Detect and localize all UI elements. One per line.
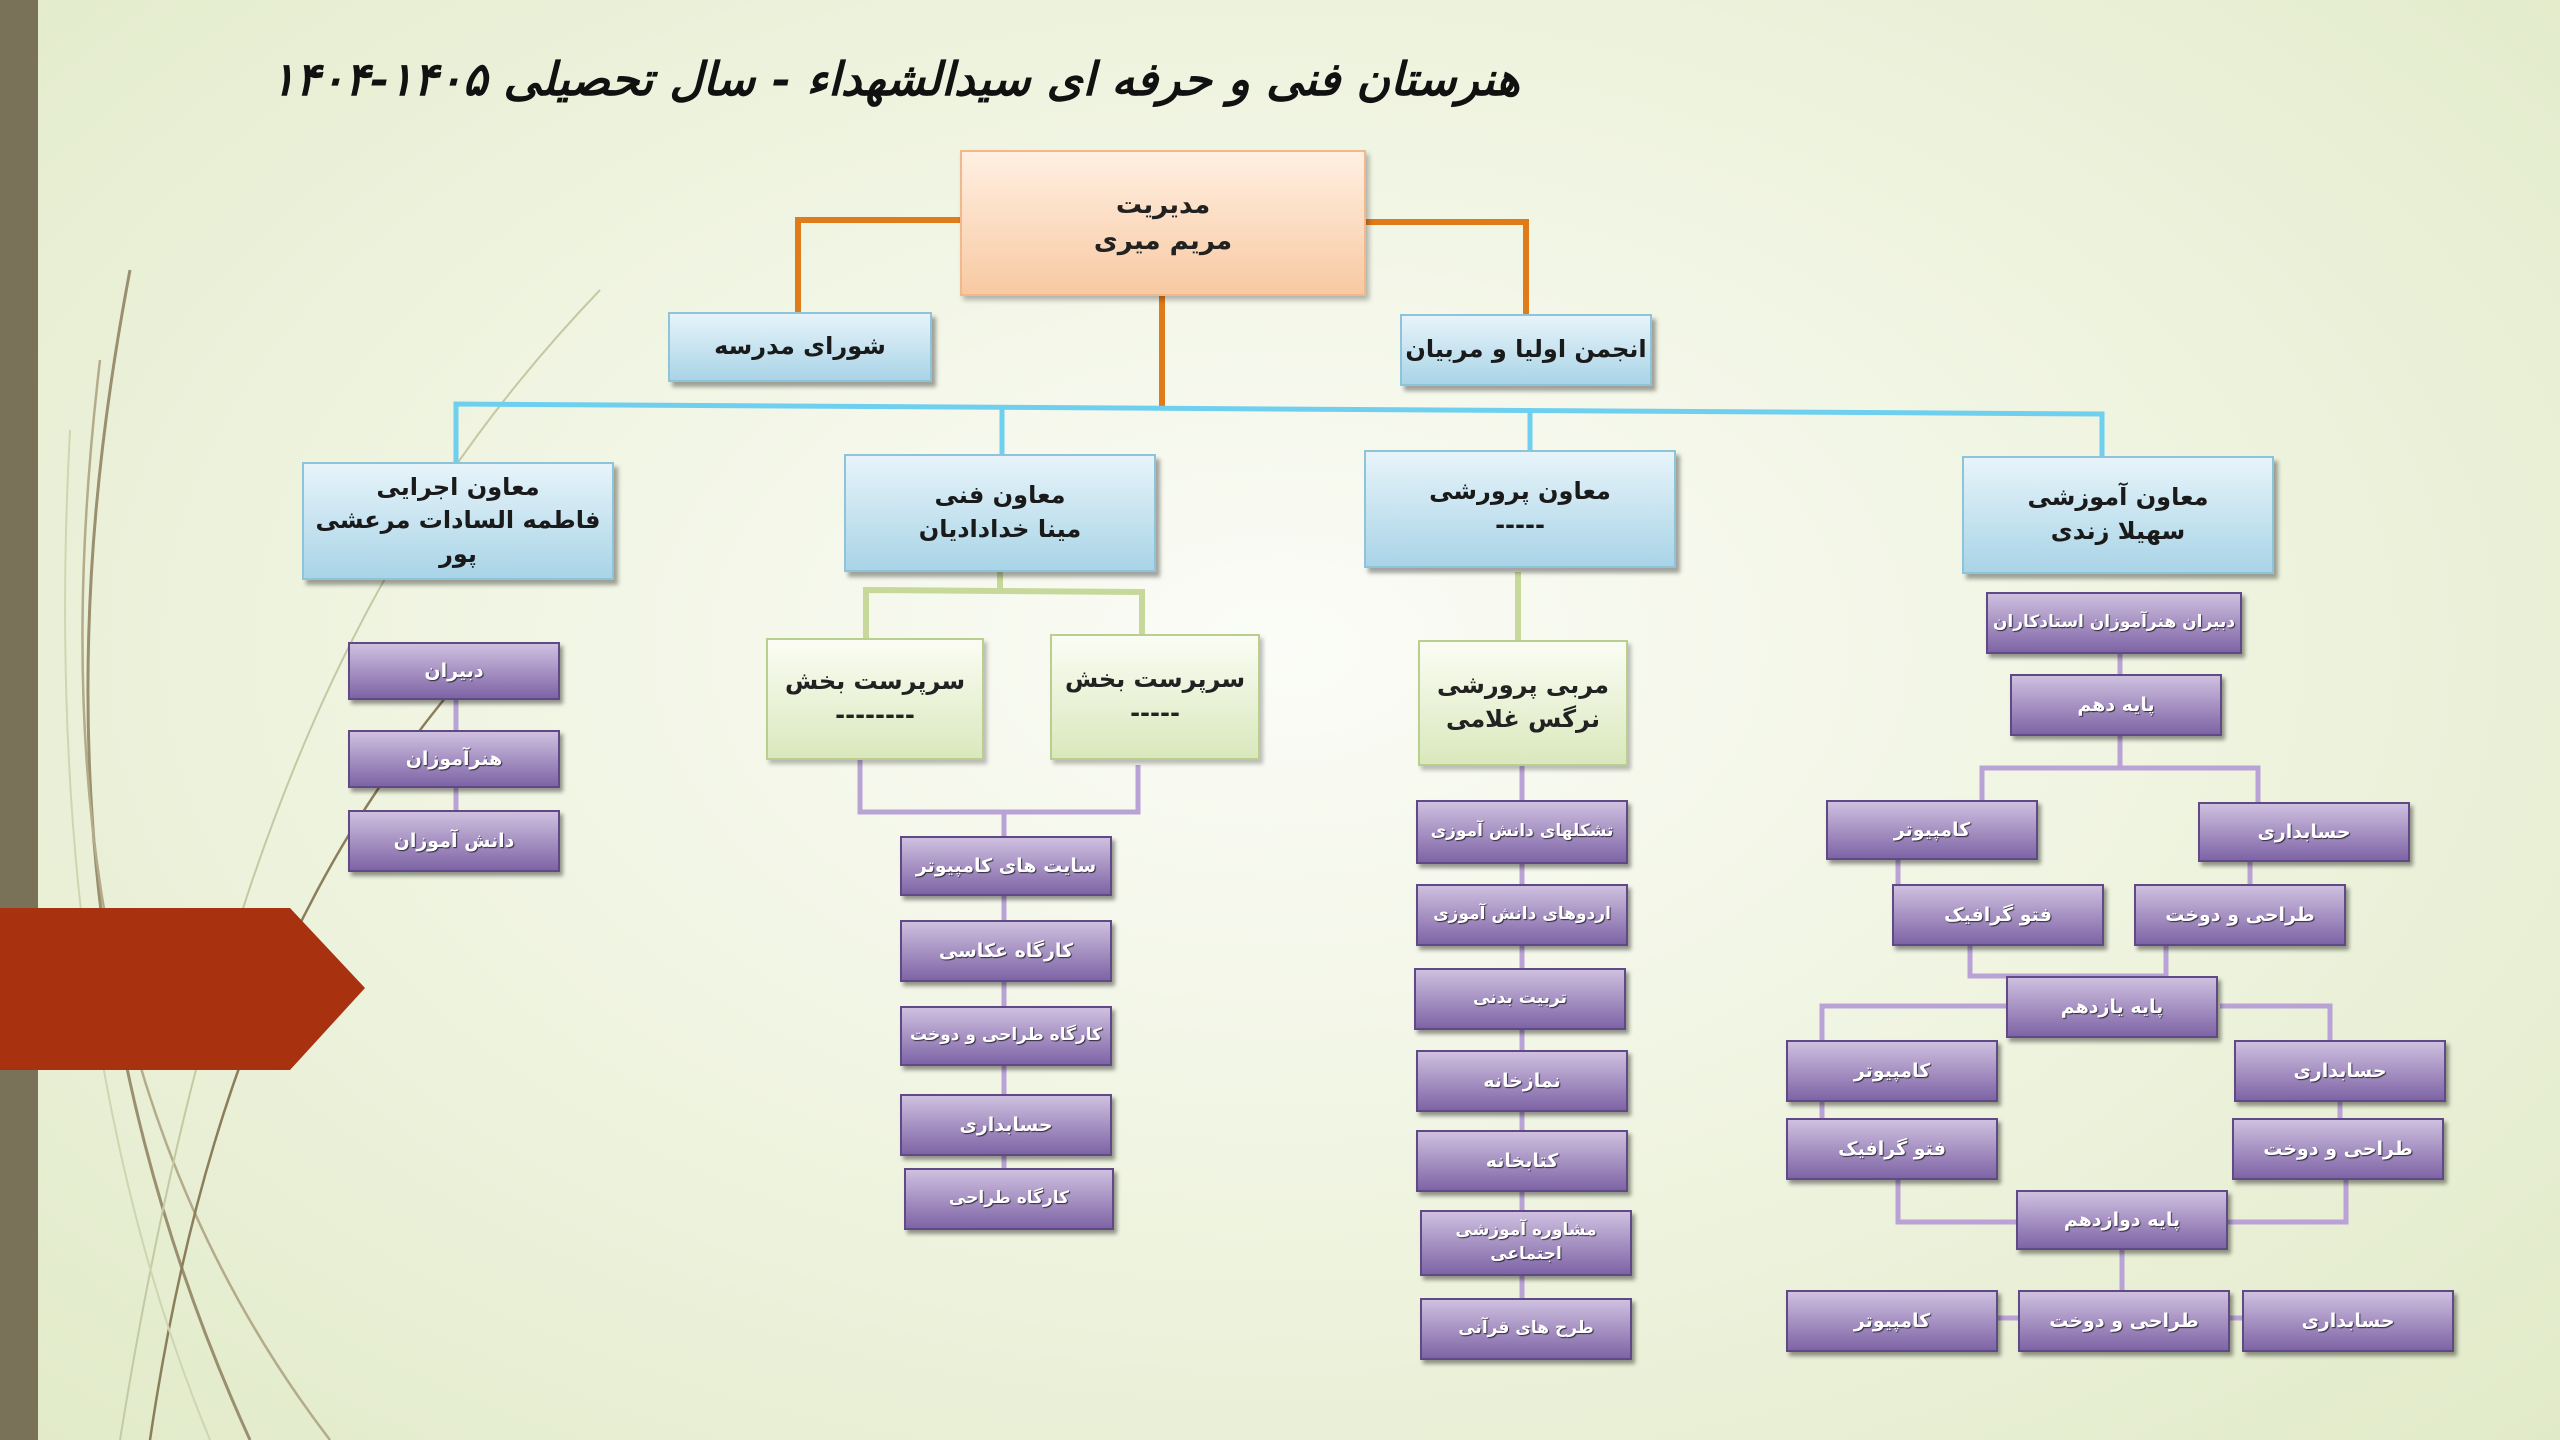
cultural-item-label: اردوهای دانش آموزی (1433, 904, 1611, 925)
supervisor-left-box: سرپرست بخش -------- (766, 638, 984, 760)
management-role: مدیریت (1115, 189, 1211, 220)
cultural-item: کتابخانه (1416, 1130, 1628, 1192)
g11-accounting-label: حسابداری (2293, 1059, 2387, 1082)
chart-title: هنرستان فنی و حرفه ای سیدالشهداء - سال ت… (270, 52, 1520, 106)
g10-sewing-box: طراحی و دوخت (2134, 884, 2346, 946)
teachers-box: دبیران هنرآموزان استادکاران (1986, 592, 2242, 654)
cultural-item-label: مشاوره آموزشی اجتماعی (1455, 1220, 1597, 1264)
g11-computer-box: کامپیوتر (1786, 1040, 1998, 1102)
technical-item: کارگاه طراحی و دوخت (900, 1006, 1112, 1066)
technical-item-label: کارگاه عکاسی (938, 939, 1074, 962)
technical-item-label: کارگاه طراحی (948, 1188, 1070, 1209)
executive-item-label: هنرآموزان (405, 747, 503, 770)
educator-name: نرگس غلامی (1446, 705, 1600, 733)
g11-accounting-box: حسابداری (2234, 1040, 2446, 1102)
cultural-item: تربیت بدنی (1414, 968, 1626, 1030)
g11-computer-label: کامپیوتر (1853, 1059, 1931, 1082)
cultural-item: طرح های قرآنی (1420, 1298, 1632, 1360)
executive-deputy-role: معاون اجرایی (376, 472, 540, 501)
g11-photo-box: فتو گرافیک (1786, 1118, 1998, 1180)
g12-accounting-label: حسابداری (2301, 1309, 2395, 1332)
grade11-box: پایه یازدهم (2006, 976, 2218, 1038)
school-council-box: شورای مدرسه (668, 312, 932, 382)
executive-item: دانش آموزان (348, 810, 560, 872)
cultural-item: نمازخانه (1416, 1050, 1628, 1112)
executive-deputy-box: معاون اجرایی فاطمه السادات مرعشی پور (302, 462, 614, 580)
management-box: مدیریت مریم میری (960, 150, 1366, 296)
g12-sewing-label: طراحی و دوخت (2049, 1309, 2199, 1332)
supervisor-right-name: ----- (1130, 699, 1180, 727)
g10-accounting-box: حسابداری (2198, 802, 2410, 862)
cultural-item-label: کتابخانه (1485, 1149, 1559, 1172)
executive-item-label: دبیران (424, 659, 484, 682)
supervisor-right-role: سرپرست بخش (1064, 665, 1246, 694)
supervisor-left-name: -------- (835, 701, 915, 729)
educational-deputy-name: سهیلا زندی (2050, 517, 2186, 545)
grade12-label: پایه دوازدهم (2063, 1208, 2181, 1231)
cultural-deputy-box: معاون پرورشی ----- (1364, 450, 1676, 568)
technical-item-label: کارگاه طراحی و دوخت (909, 1025, 1103, 1046)
g11-sewing-box: طراحی و دوخت (2232, 1118, 2444, 1180)
supervisor-right-box: سرپرست بخش ----- (1050, 634, 1260, 760)
executive-deputy-name: فاطمه السادات مرعشی پور (315, 506, 601, 568)
g10-accounting-label: حسابداری (2257, 820, 2351, 843)
side-bar (0, 0, 38, 1440)
g11-photo-label: فتو گرافیک (1838, 1137, 1946, 1160)
technical-item: کارگاه عکاسی (900, 920, 1112, 982)
g10-photo-box: فتو گرافیک (1892, 884, 2104, 946)
grade10-box: پایه دهم (2010, 674, 2222, 736)
technical-item: سایت های کامپیوتر (900, 836, 1112, 896)
g10-computer-box: کامپیوتر (1826, 800, 2038, 860)
g10-sewing-label: طراحی و دوخت (2165, 903, 2315, 926)
executive-item-label: دانش آموزان (393, 829, 515, 852)
technical-item: کارگاه طراحی (904, 1168, 1114, 1230)
cultural-item-label: نمازخانه (1483, 1069, 1561, 1092)
grade12-box: پایه دوازدهم (2016, 1190, 2228, 1250)
management-name: مریم میری (1093, 226, 1233, 256)
g12-computer-box: کامپیوتر (1786, 1290, 1998, 1352)
parents-association-box: انجمن اولیا و مربیان (1400, 314, 1652, 386)
red-arrow-shape (0, 908, 365, 1070)
technical-item-label: سایت های کامپیوتر (915, 854, 1097, 877)
technical-deputy-box: معاون فنی مینا خدادادیان (844, 454, 1156, 572)
supervisor-left-role: سرپرست بخش (784, 667, 966, 696)
g11-sewing-label: طراحی و دوخت (2263, 1137, 2413, 1160)
cultural-deputy-role: معاون پرورشی (1429, 477, 1611, 506)
technical-item: حسابداری (900, 1094, 1112, 1156)
executive-item: هنرآموزان (348, 730, 560, 788)
cultural-item-label: تربیت بدنی (1473, 988, 1567, 1009)
educator-role: مربی پرورشی (1437, 671, 1609, 700)
cultural-item-label: طرح های قرآنی (1458, 1318, 1594, 1339)
grade10-label: پایه دهم (2077, 693, 2155, 716)
technical-deputy-role: معاون فنی (934, 481, 1066, 510)
grade11-label: پایه یازدهم (2060, 995, 2164, 1018)
school-council-label: شورای مدرسه (714, 332, 886, 361)
g10-photo-label: فتو گرافیک (1944, 903, 2052, 926)
executive-item: دبیران (348, 642, 560, 700)
cultural-item: اردوهای دانش آموزی (1416, 884, 1628, 946)
educational-deputy-box: معاون آموزشی سهیلا زندی (1962, 456, 2274, 574)
cultural-item: مشاوره آموزشی اجتماعی (1420, 1210, 1632, 1276)
educational-deputy-role: معاون آموزشی (2027, 483, 2209, 512)
g12-computer-label: کامپیوتر (1853, 1309, 1931, 1332)
educator-box: مربی پرورشی نرگس غلامی (1418, 640, 1628, 766)
teachers-label: دبیران هنرآموزان استادکاران (1992, 612, 2236, 633)
technical-item-label: حسابداری (959, 1113, 1053, 1136)
technical-deputy-name: مینا خدادادیان (918, 515, 1082, 543)
parents-association-label: انجمن اولیا و مربیان (1405, 335, 1647, 364)
g12-sewing-box: طراحی و دوخت (2018, 1290, 2230, 1352)
cultural-item: تشکلهای دانش آموزی (1416, 800, 1628, 864)
g10-computer-label: کامپیوتر (1893, 818, 1971, 841)
g12-accounting-box: حسابداری (2242, 1290, 2454, 1352)
cultural-deputy-name: ----- (1495, 511, 1545, 539)
cultural-item-label: تشکلهای دانش آموزی (1430, 821, 1614, 842)
